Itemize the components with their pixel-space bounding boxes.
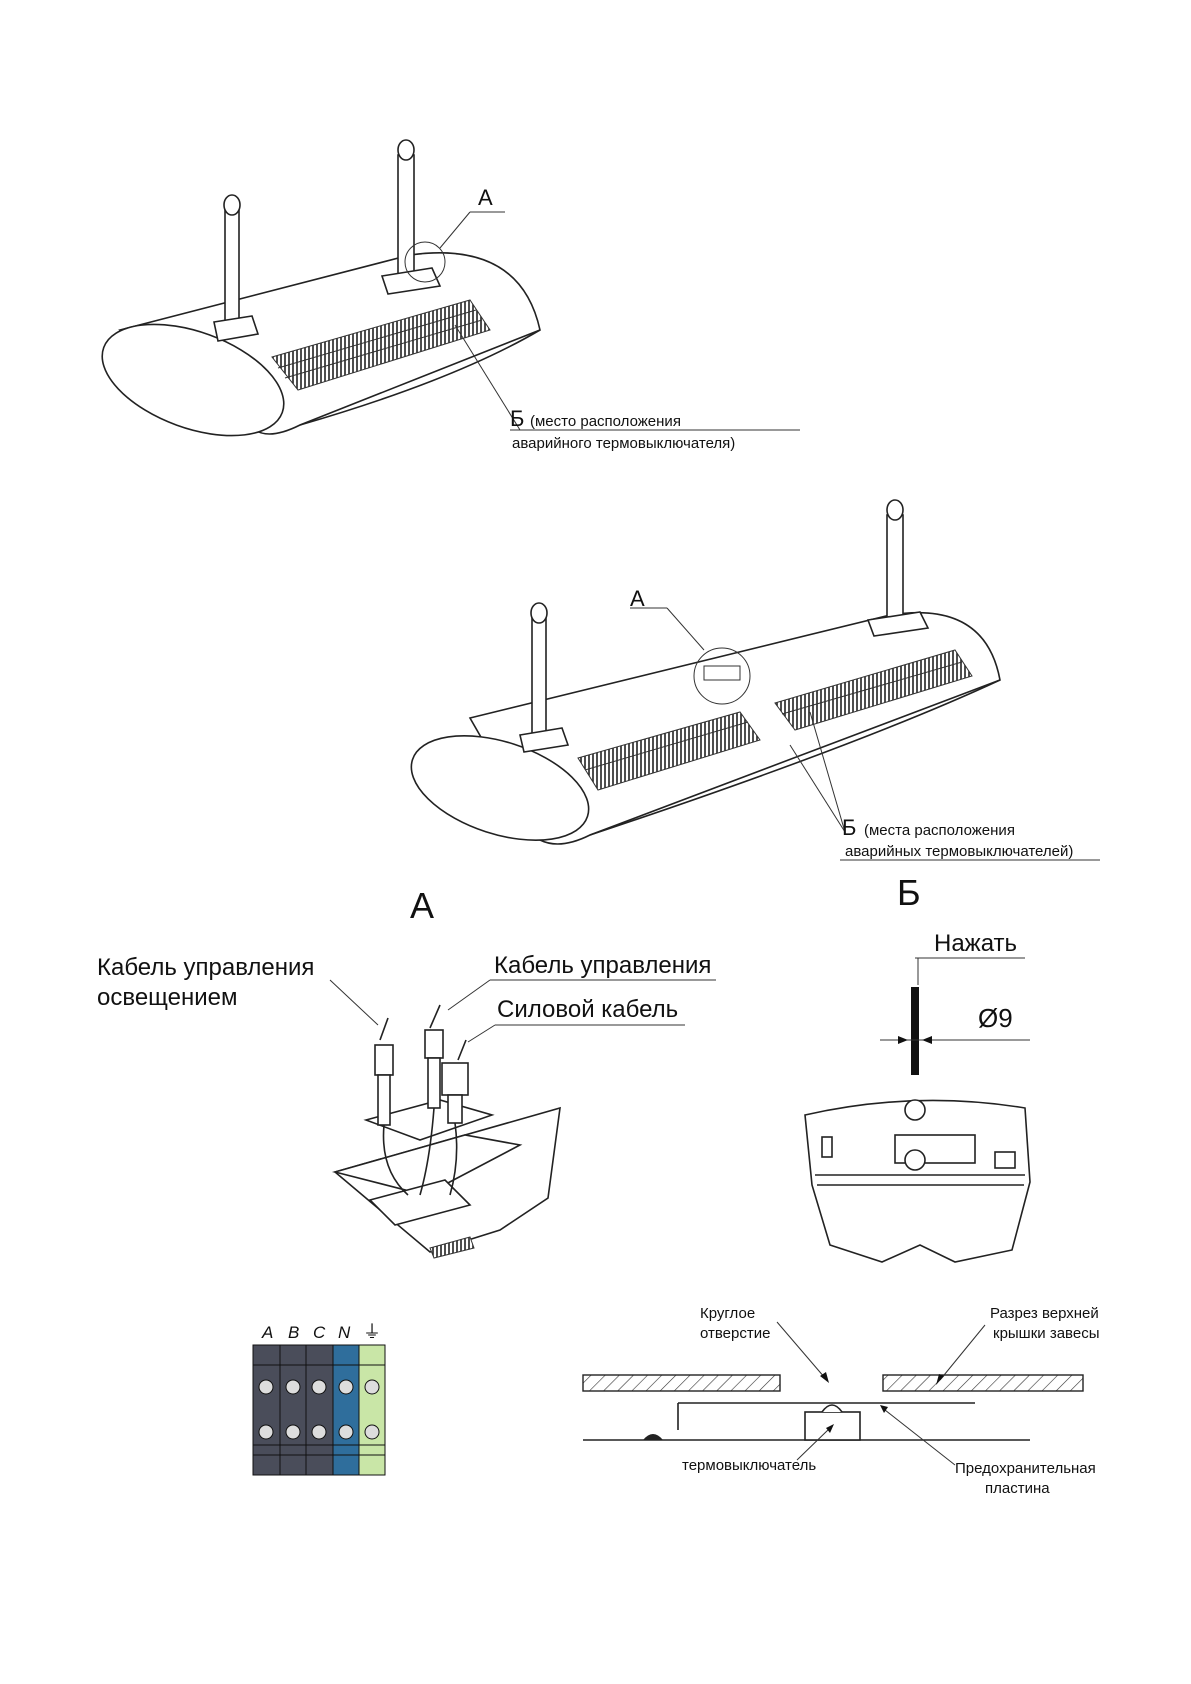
terminal-label-earth: ⏚ [363, 1322, 381, 1342]
cable-entry-drawing [329, 979, 716, 1259]
fig2-callout-b-text-1: (места расположения [864, 822, 1015, 839]
lighting-cable-label-1: Кабель управления [97, 954, 314, 981]
top-cover-label-1: Разрез верхней [990, 1305, 1099, 1322]
round-hole-label-1: Круглое [700, 1305, 755, 1322]
terminal-label-b: B [288, 1323, 299, 1342]
fig1-callout-b-letter: Б [510, 406, 524, 431]
diameter-label: Ø9 [978, 1003, 1013, 1033]
power-cable-label: Силовой кабель [497, 996, 678, 1023]
terminal-label-c: C [313, 1323, 326, 1342]
lighting-cable-label-2: освещением [97, 984, 238, 1011]
curtain-short-drawing [101, 139, 800, 437]
section-view-drawing [582, 1321, 1084, 1466]
detail-a-title: А [410, 885, 434, 926]
terminal-label-a: A [261, 1323, 273, 1342]
top-cover-label-2: крышки завесы [993, 1325, 1099, 1342]
fig2-callout-a: А [630, 586, 645, 611]
terminal-block: A B C N ⏚ [252, 1322, 386, 1476]
thermoswitch-detail-drawing [804, 957, 1031, 1263]
press-label: Нажать [934, 930, 1017, 957]
fig1-callout-b-text-1: (место расположения [530, 413, 681, 430]
fig1-callout-a: А [478, 185, 493, 210]
thermoswitch-label: термовыключатель [682, 1457, 816, 1474]
control-cable-label: Кабель управления [494, 952, 711, 979]
fig2-callout-b-text-2: аварийных термовыключателей) [845, 843, 1073, 860]
round-hole-label-2: отверстие [700, 1325, 770, 1342]
fig2-callout-b-letter: Б [842, 815, 856, 840]
detail-b-title: Б [897, 872, 921, 913]
safety-plate-label-2: пластина [985, 1480, 1050, 1497]
fig1-callout-b-text-2: аварийного термовыключателя) [512, 435, 735, 452]
curtain-long-drawing [410, 499, 1100, 861]
terminal-label-n: N [338, 1323, 351, 1342]
safety-plate-label-1: Предохранительная [955, 1460, 1096, 1477]
